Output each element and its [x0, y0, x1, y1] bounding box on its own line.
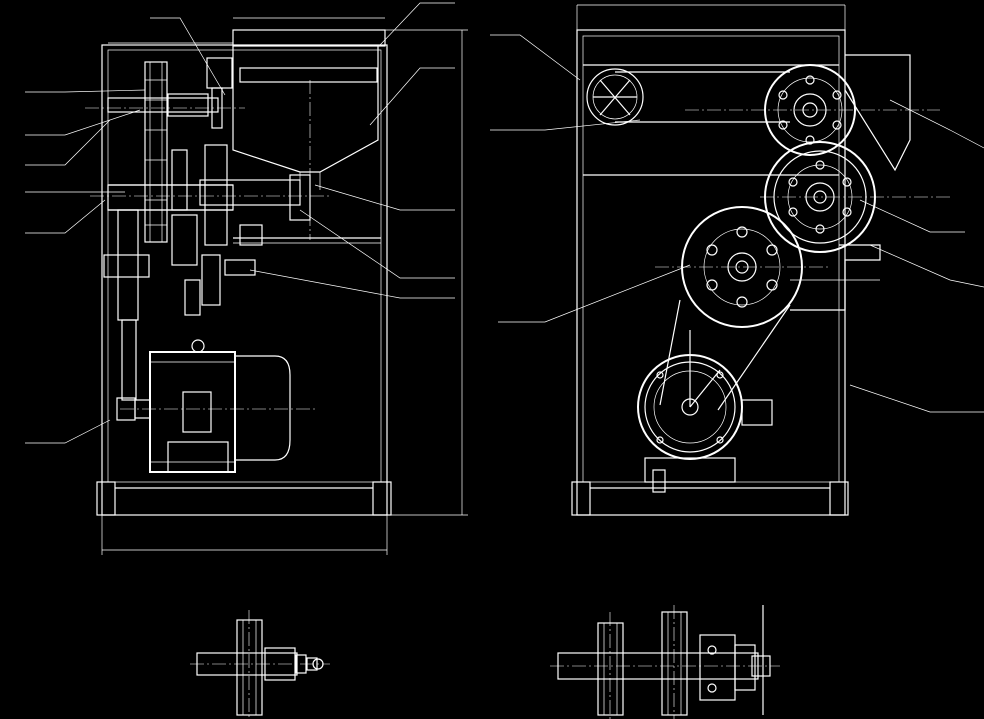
- front-dimensions: [101, 17, 468, 555]
- belt-pulley: [586, 68, 790, 126]
- middle-gear: [760, 141, 950, 253]
- side-leaders: [490, 34, 984, 413]
- side-view: [490, 4, 984, 516]
- chain-column: [144, 61, 168, 243]
- front-leaders: [25, 2, 455, 444]
- motor-end-view: [637, 330, 773, 493]
- electric-motor: [120, 339, 315, 473]
- shaft-detail-right: [550, 605, 780, 719]
- left-lever: [103, 209, 150, 421]
- lower-pulley: [655, 206, 830, 328]
- front-view: [25, 2, 468, 555]
- upper-shaft: [107, 57, 233, 211]
- front-frame: [96, 29, 392, 516]
- upper-sprocket: [685, 64, 940, 156]
- side-frame: [571, 29, 911, 516]
- shaft-detail-left: [190, 610, 330, 719]
